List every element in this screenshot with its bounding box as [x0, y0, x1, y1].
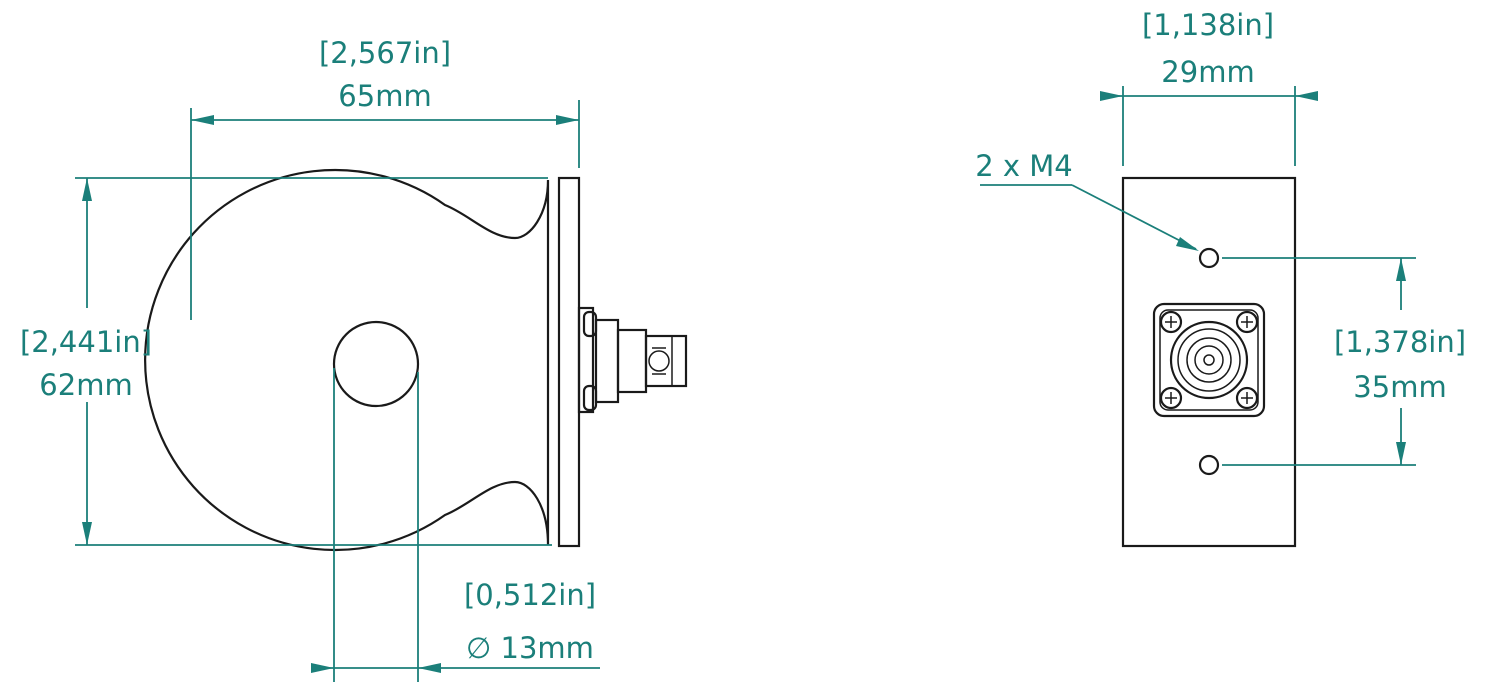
bnc-connector-side	[577, 306, 688, 414]
hole-spacing-inch-label: [1,378in]	[1334, 325, 1466, 359]
screw-br	[1235, 386, 1259, 410]
width-mm-label: 65mm	[338, 79, 431, 113]
bnc-connector-front	[1152, 302, 1266, 418]
bore-mm-label: ∅ 13mm	[466, 631, 594, 665]
screw-bl	[1159, 386, 1183, 410]
side-view: [2,567in] 65mm [2,441in] 62mm [0,512in] …	[20, 36, 688, 682]
hole-spacing-mm-label: 35mm	[1353, 370, 1446, 404]
body-outline	[144, 168, 550, 552]
holes-callout-label: 2 x M4	[975, 149, 1073, 183]
flange-width-inch-label: [1,138in]	[1142, 8, 1274, 42]
flange-width-mm-label: 29mm	[1161, 55, 1254, 89]
front-view: [1,138in] 29mm [1,378in] 35mm 2 x M4	[975, 8, 1466, 548]
flange-front	[1121, 176, 1297, 548]
mounting-hole-top	[1198, 247, 1220, 269]
bore-circle	[332, 320, 420, 408]
screw-tr	[1235, 310, 1259, 334]
bore-inch-label: [0,512in]	[464, 578, 596, 612]
height-inch-label: [2,441in]	[20, 325, 152, 359]
width-inch-label: [2,567in]	[319, 36, 451, 70]
height-mm-label: 62mm	[39, 368, 132, 402]
flange-plate	[557, 176, 581, 548]
mounting-hole-bottom	[1198, 454, 1220, 476]
screw-tl	[1159, 310, 1183, 334]
